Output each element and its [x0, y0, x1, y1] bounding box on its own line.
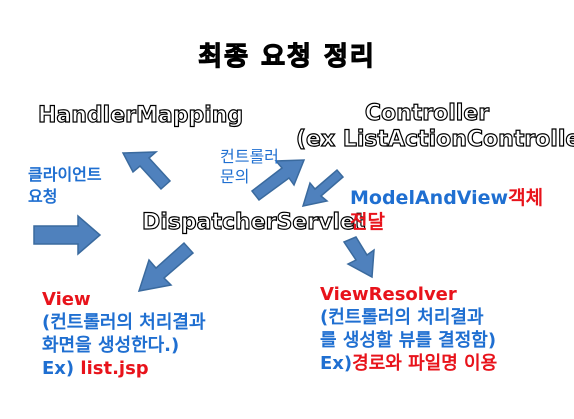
- controller-query-line2: 문의: [220, 167, 250, 186]
- controller-to-dispatcher-arrow: [301, 168, 345, 207]
- diagram-title: 최종 요청 정리: [198, 41, 376, 72]
- controller-label: Controller: [364, 100, 490, 126]
- handler-mapping-node: HandlerMapping: [37, 102, 244, 128]
- mav-deliver: 전달: [350, 211, 385, 233]
- view-desc-line1: (컨트롤러의 처리결과: [42, 312, 206, 333]
- dispatcher-to-viewresolver-arrow: [342, 236, 375, 279]
- client-request-line1: 클라이언트: [28, 165, 102, 184]
- dispatcher-servlet-node: DispatcherServlet: [141, 209, 366, 235]
- viewresolver-ex-value: 경로와 파일명 이용: [352, 353, 498, 374]
- view-box: View (컨트롤러의 처리결과 화면을 생성한다.) Ex) list.jsp: [42, 288, 206, 380]
- controller-node: Controller (ex ListActionController): [295, 100, 574, 153]
- dispatcher-to-handlermapping-arrow: [121, 151, 172, 191]
- dispatcher-to-view-arrow: [137, 241, 195, 292]
- view-ex-prefix: Ex): [42, 358, 81, 379]
- controller-query-line1: 컨트롤러: [220, 147, 279, 166]
- client-request-line2: 요청: [28, 187, 58, 206]
- controller-query-label: 컨트롤러 문의: [220, 147, 279, 187]
- viewresolver-ex-prefix: Ex): [320, 353, 353, 374]
- viewresolver-desc-line2: 를 생성할 뷰를 결정함): [320, 330, 497, 351]
- modelandview-label: ModelAndView객체 전달: [350, 186, 543, 234]
- client-request-label: 클라이언트 요청: [28, 164, 102, 208]
- viewresolver-desc-line1: (컨트롤러의 처리결과: [320, 307, 484, 328]
- view-ex-value: list.jsp: [80, 358, 149, 379]
- mav-object: 객체: [508, 187, 544, 209]
- view-desc-line2: 화면을 생성한다.): [42, 335, 180, 356]
- mav-name: ModelAndView: [350, 187, 509, 209]
- dispatcher-to-controller-arrow: [250, 159, 306, 202]
- controller-example: (ex ListActionController): [295, 126, 574, 152]
- viewresolver-box: ViewResolver (컨트롤러의 처리결과 를 생성할 뷰를 결정함) E…: [320, 283, 497, 375]
- client-to-dispatcher-arrow: [33, 214, 102, 256]
- view-title: View: [42, 289, 91, 310]
- viewresolver-title: ViewResolver: [320, 284, 457, 305]
